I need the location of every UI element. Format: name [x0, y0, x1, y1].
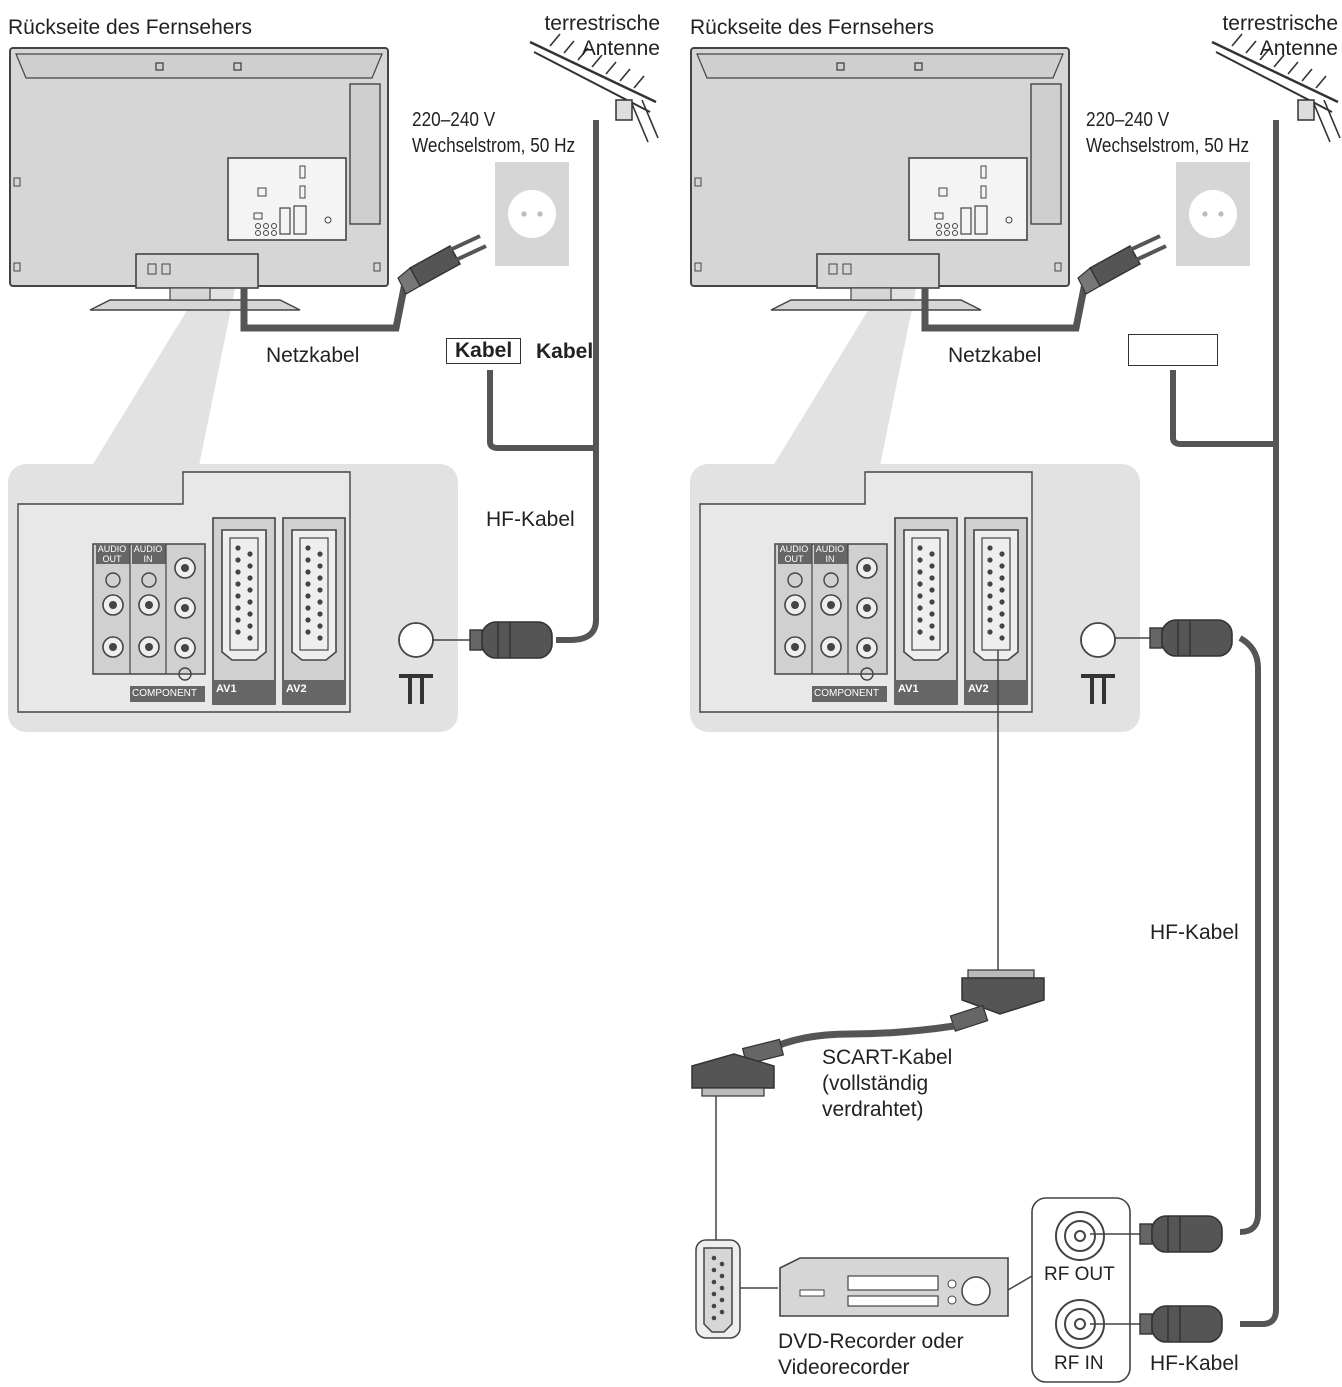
scart-plug-upper: [949, 969, 1045, 1032]
right-antenna-label-1: terrestrische: [1222, 12, 1338, 35]
right-power-cable-label: Netzkabel: [948, 344, 1042, 367]
rf-out-label: RF OUT: [1044, 1264, 1115, 1285]
right-component-label: COMPONENT: [814, 688, 879, 699]
right-rf-plug-tv: [1149, 619, 1233, 657]
recorder-label-2: Videorecorder: [778, 1356, 910, 1379]
left-tv-back-title: Rückseite des Fernsehers: [8, 16, 252, 39]
left-cable-box-label: Kabel: [446, 338, 522, 364]
left-cable-box-label-overlap: Kabel: [536, 340, 594, 363]
right-voltage-label-2: Wechselstrom, 50 Hz: [1086, 135, 1250, 157]
right-av2-label: AV2: [968, 683, 989, 695]
left-tv-back: [9, 47, 389, 311]
left-antenna-label-1: terrestrische: [544, 12, 660, 35]
right-empty-cable-box: [1128, 334, 1218, 366]
scart-cable: [766, 1022, 955, 1054]
left-rf-cable-label: HF-Kabel: [486, 508, 575, 531]
rf-in-label: RF IN: [1054, 1353, 1104, 1374]
left-rf-plug: [469, 621, 553, 659]
rf-out-plug: [1139, 1215, 1223, 1253]
right-antenna-cable: [1240, 120, 1279, 1327]
recorder-rf-panel: [1031, 1197, 1131, 1383]
left-power-plug: [396, 234, 488, 296]
right-power-cable: [921, 277, 1090, 332]
scart-plug-lower: [691, 1038, 785, 1097]
right-power-plug: [1076, 234, 1168, 296]
recorder-label-1: DVD-Recorder oder: [778, 1330, 964, 1353]
left-power-cable: [240, 277, 410, 332]
rf-in-plug: [1139, 1305, 1223, 1343]
right-rf-cable-label-bottom: HF-Kabel: [1150, 1352, 1239, 1375]
recorder-scart-socket: [695, 1239, 741, 1339]
right-audio-in-label: AUDIO IN: [815, 544, 845, 564]
right-cable-tap: [1170, 370, 1276, 447]
right-tv-back-title: Rückseite des Fernsehers: [690, 16, 934, 39]
right-av1-label: AV1: [898, 683, 919, 695]
right-rf-loop-cable: [1238, 635, 1261, 1235]
left-antenna-label-2: Antenne: [581, 37, 660, 60]
left-cable-tap: [487, 370, 596, 451]
right-voltage-label-1: 220–240 V: [1086, 109, 1170, 131]
left-audio-out-label: AUDIO OUT: [97, 544, 127, 564]
right-rf-cable-label-top: HF-Kabel: [1150, 921, 1239, 944]
scart-cable-label-1: SCART-Kabel: [822, 1046, 953, 1069]
scart-cable-label-2: (vollständig: [822, 1072, 929, 1095]
left-voltage-label-1: 220–240 V: [412, 109, 496, 131]
left-av1-label: AV1: [216, 683, 237, 695]
right-tv-back: [690, 47, 1070, 311]
left-antenna-cable: [556, 120, 599, 643]
left-component-label: COMPONENT: [132, 688, 197, 699]
scart-cable-label-3: verdrahtet): [822, 1098, 924, 1121]
left-wall-outlet: [495, 162, 569, 266]
right-audio-out-label: AUDIO OUT: [779, 544, 809, 564]
recorder-device: [779, 1257, 1009, 1317]
right-wall-outlet: [1176, 162, 1250, 266]
right-antenna-label-2: Antenne: [1259, 37, 1338, 60]
left-audio-in-label: AUDIO IN: [133, 544, 163, 564]
left-power-cable-label: Netzkabel: [266, 344, 360, 367]
left-av2-label: AV2: [286, 683, 307, 695]
left-diagram: [6, 32, 660, 734]
right-diagram: [688, 32, 1342, 1383]
left-voltage-label-2: Wechselstrom, 50 Hz: [412, 135, 576, 157]
